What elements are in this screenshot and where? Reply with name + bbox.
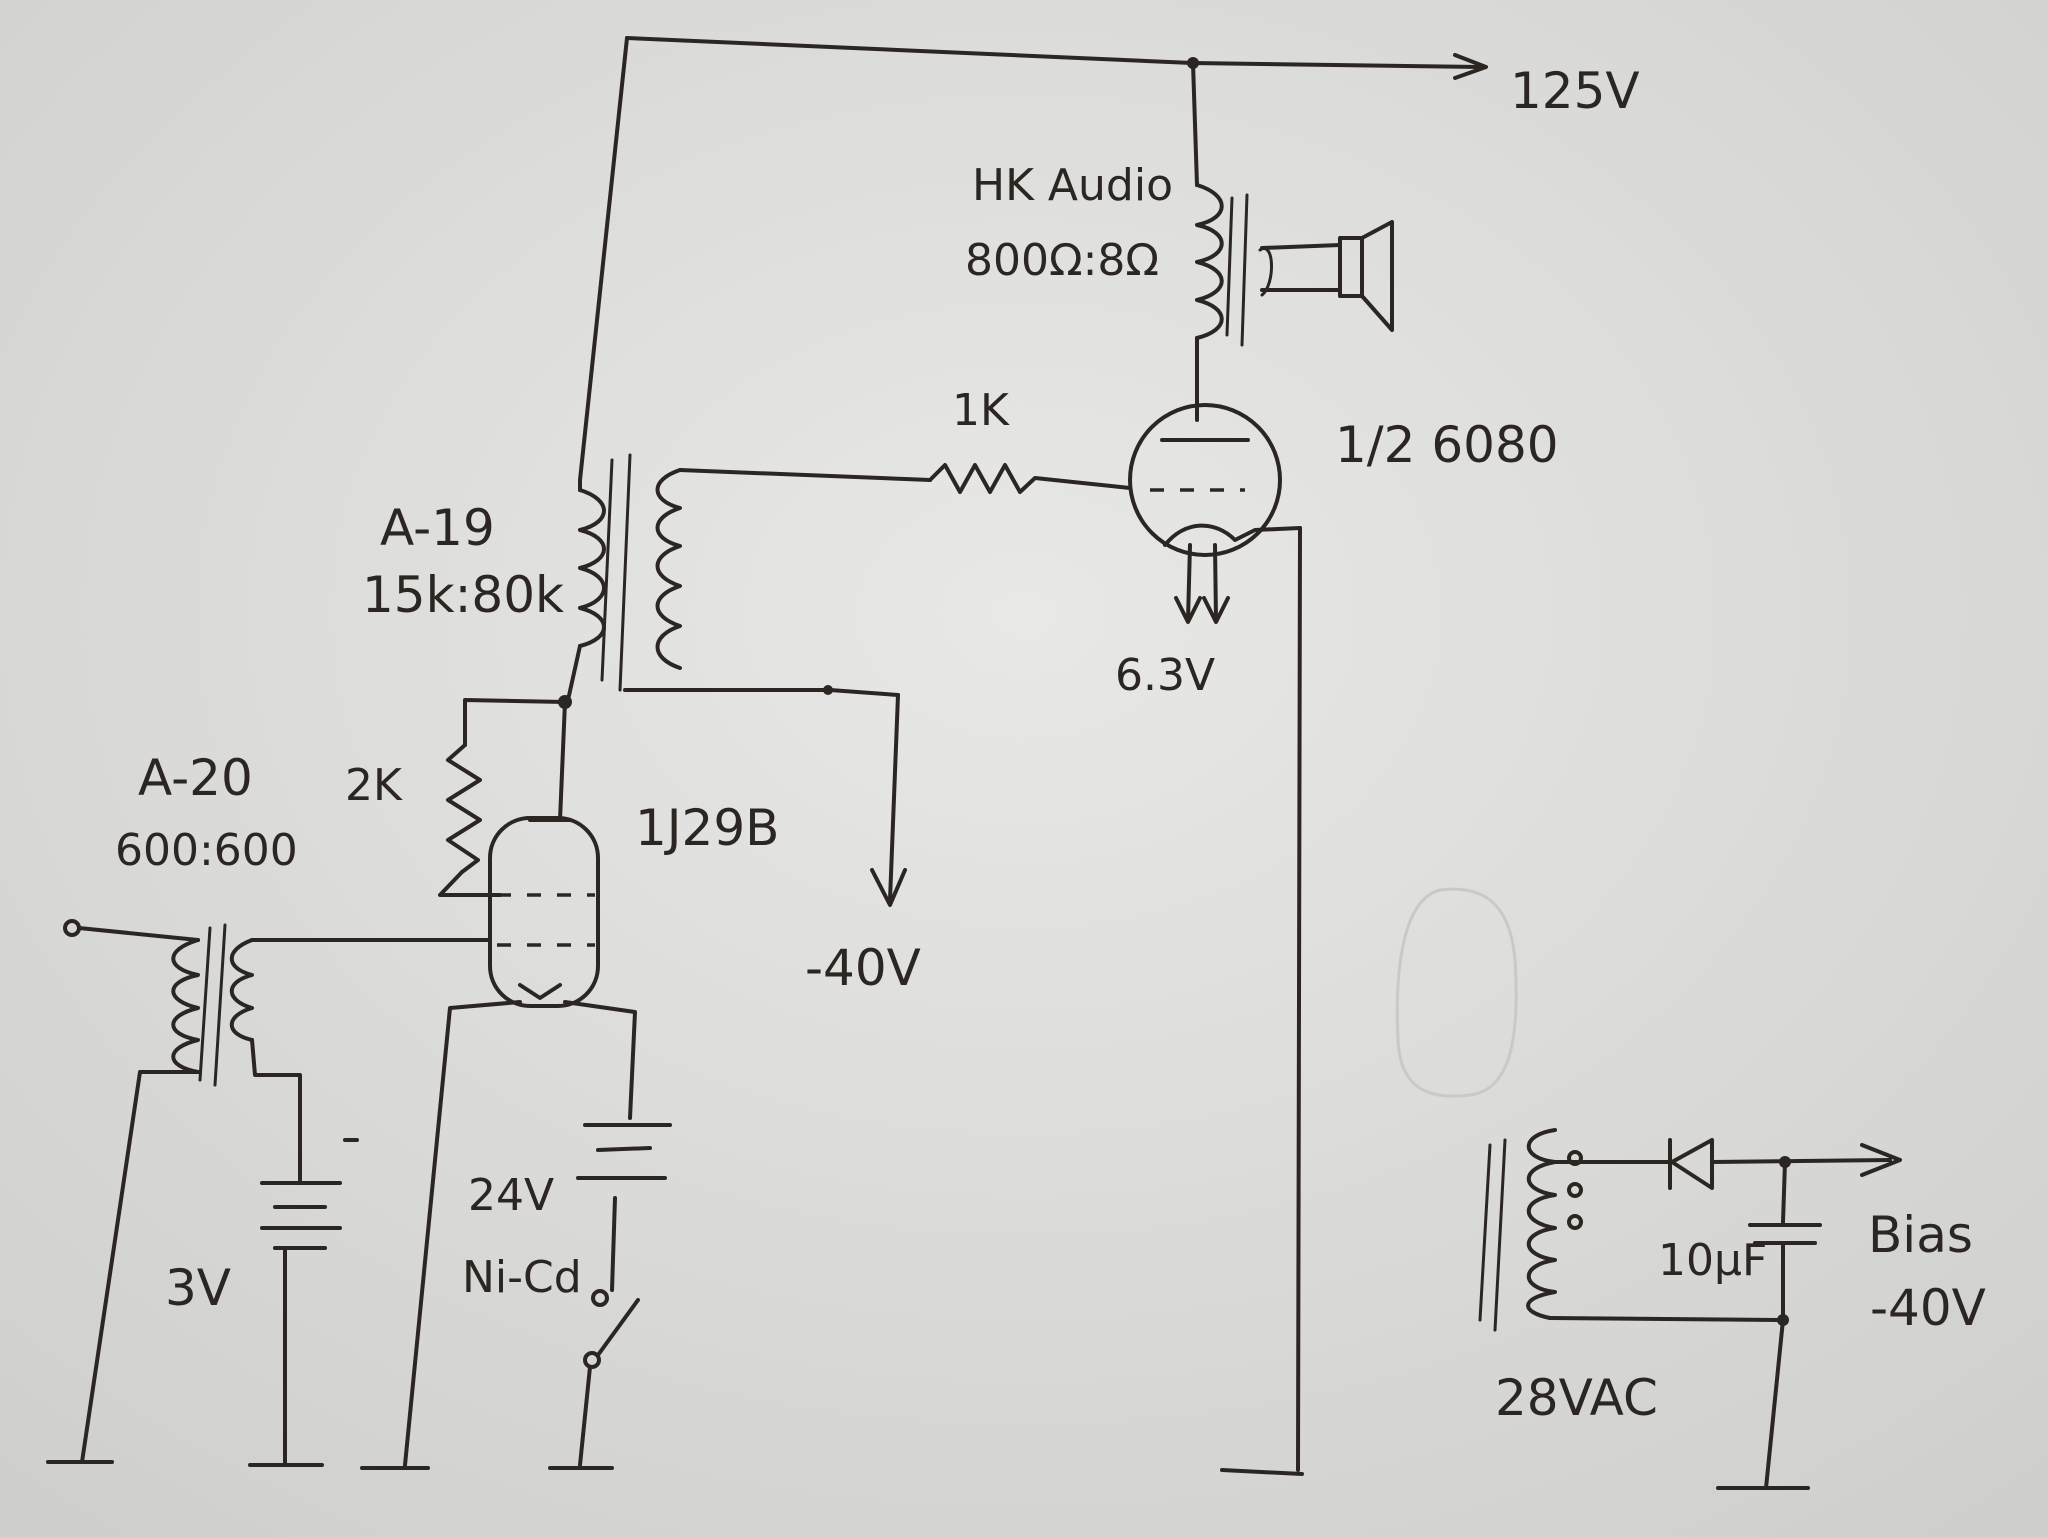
- input-tube-label: 1J29B: [635, 799, 779, 857]
- output-transformer: [1191, 61, 1342, 422]
- interstage-transformer: [566, 453, 907, 907]
- b-plus-feed-wire: [578, 36, 629, 482]
- input-transformer: [63, 919, 492, 1464]
- speaker-icon: [1338, 220, 1394, 332]
- bias-supply: [1478, 1128, 1902, 1490]
- heater-voltage-label: 6.3V: [1115, 650, 1215, 701]
- output-transformer-name: HK Audio: [972, 160, 1173, 211]
- supply-rail: [625, 36, 1488, 80]
- ground-symbols: [46, 1460, 1810, 1490]
- heater-arrows: [1174, 543, 1230, 624]
- bias-label: Bias: [1868, 1206, 1973, 1264]
- output-tube-label: 1/2 6080: [1335, 416, 1559, 474]
- input-transformer-name: A-20: [138, 749, 253, 807]
- bias-cell: [260, 1138, 359, 1467]
- filament-battery-voltage: 24V: [468, 1170, 554, 1221]
- plate-resistor: [438, 695, 572, 897]
- filament-circuit: [403, 1000, 672, 1467]
- capacitor-label: 10µF: [1658, 1235, 1767, 1286]
- supply-voltage-label: 125V: [1510, 62, 1640, 120]
- input-tube: [488, 816, 600, 1008]
- filament-battery-type: Ni-Cd: [462, 1252, 582, 1303]
- interstage-transformer-name: A-19: [380, 499, 495, 557]
- output-tube: [1128, 403, 1302, 1472]
- grid-resistor: [678, 463, 1132, 494]
- negative-rail-label: -40V: [805, 939, 921, 997]
- interstage-transformer-ratio: 15k:80k: [362, 566, 564, 624]
- plate-resistor-label: 2K: [345, 760, 403, 811]
- output-transformer-ratio: 800Ω:8Ω: [965, 235, 1159, 286]
- bias-cell-label: 3V: [165, 1259, 231, 1317]
- faint-tube-ghost: [1395, 887, 1518, 1098]
- bias-voltage-label: -40V: [1870, 1279, 1986, 1337]
- grid-resistor-label: 1K: [952, 385, 1010, 436]
- transformer-ac-label: 28VAC: [1495, 1369, 1658, 1427]
- input-transformer-ratio: 600:600: [115, 825, 298, 876]
